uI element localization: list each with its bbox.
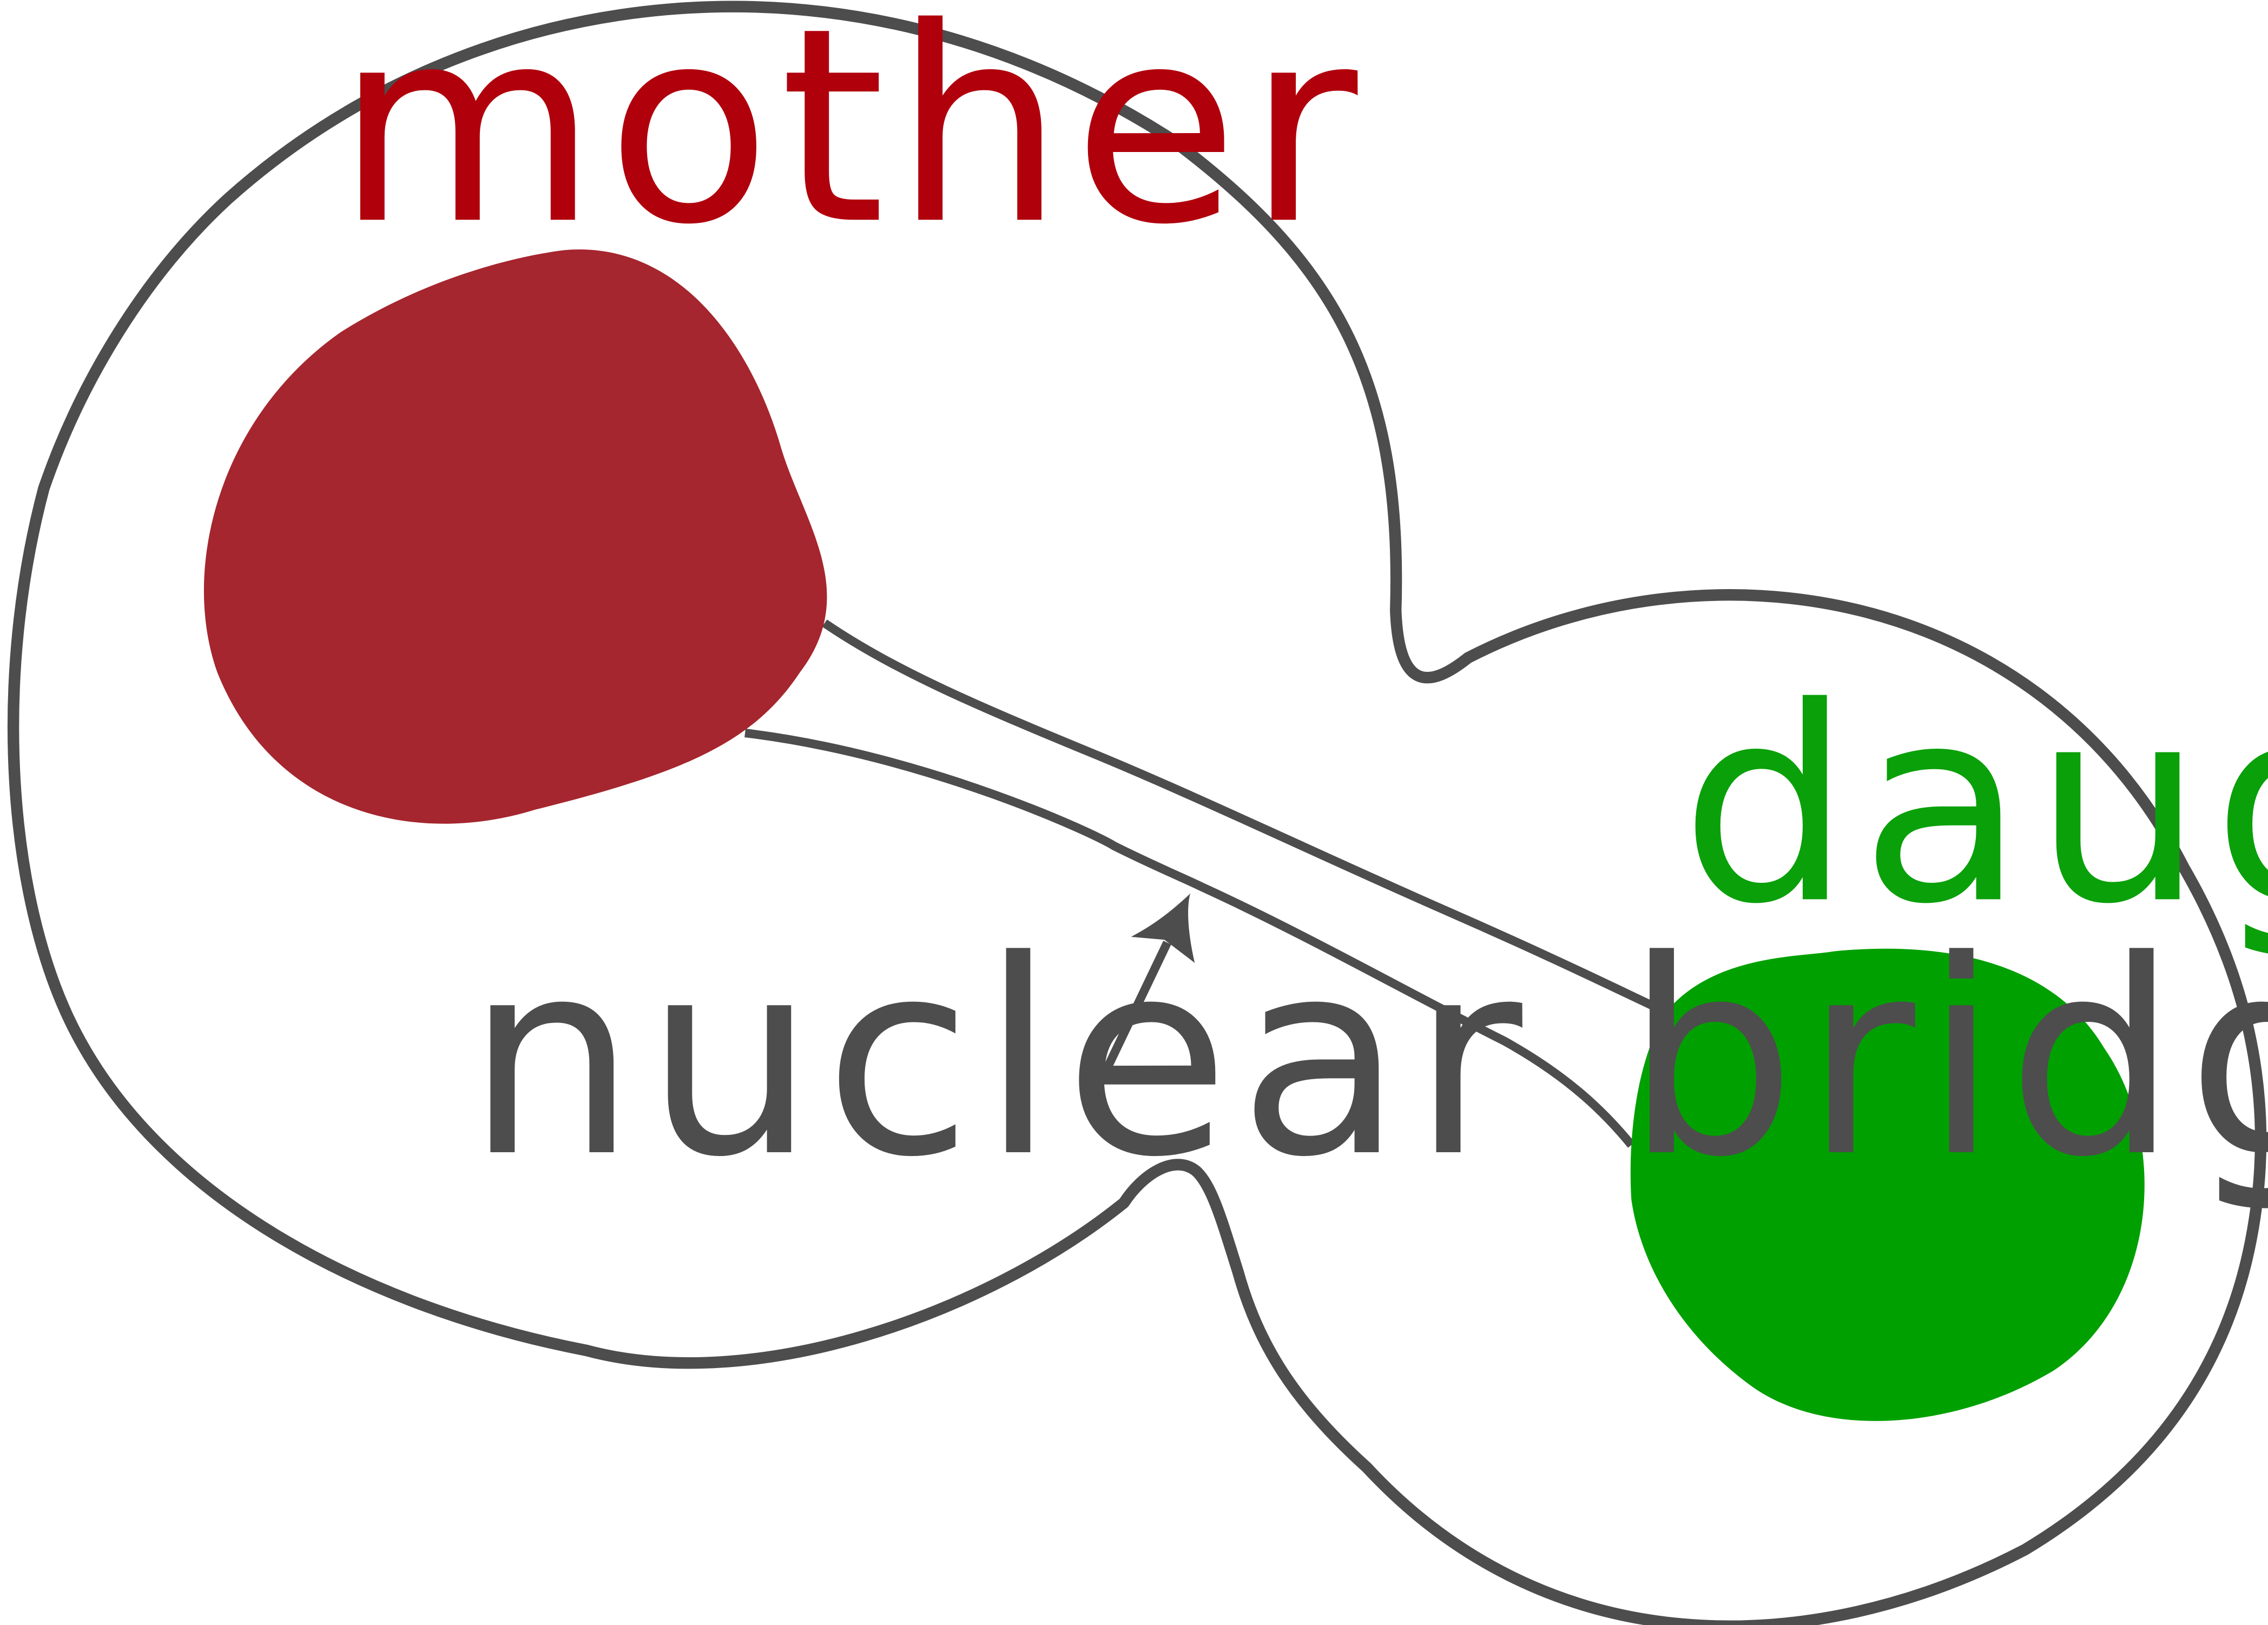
nuclear-bridge-label: nuclear bridge bbox=[466, 903, 2268, 1216]
nuclear-bridge-upper-edge bbox=[822, 619, 1668, 1016]
daughter-nucleus bbox=[1630, 948, 2145, 1421]
nuclear-bridge-lower-edge bbox=[744, 729, 1635, 1148]
bridge-arrow-head bbox=[1131, 893, 1195, 963]
mother-label: mother bbox=[336, 0, 1367, 283]
bridge-arrow-shaft bbox=[1099, 941, 1171, 1078]
mother-nucleus bbox=[203, 249, 827, 824]
cell-membrane bbox=[7, 1, 2267, 1625]
daughter-label: daughter bbox=[1680, 650, 2268, 963]
